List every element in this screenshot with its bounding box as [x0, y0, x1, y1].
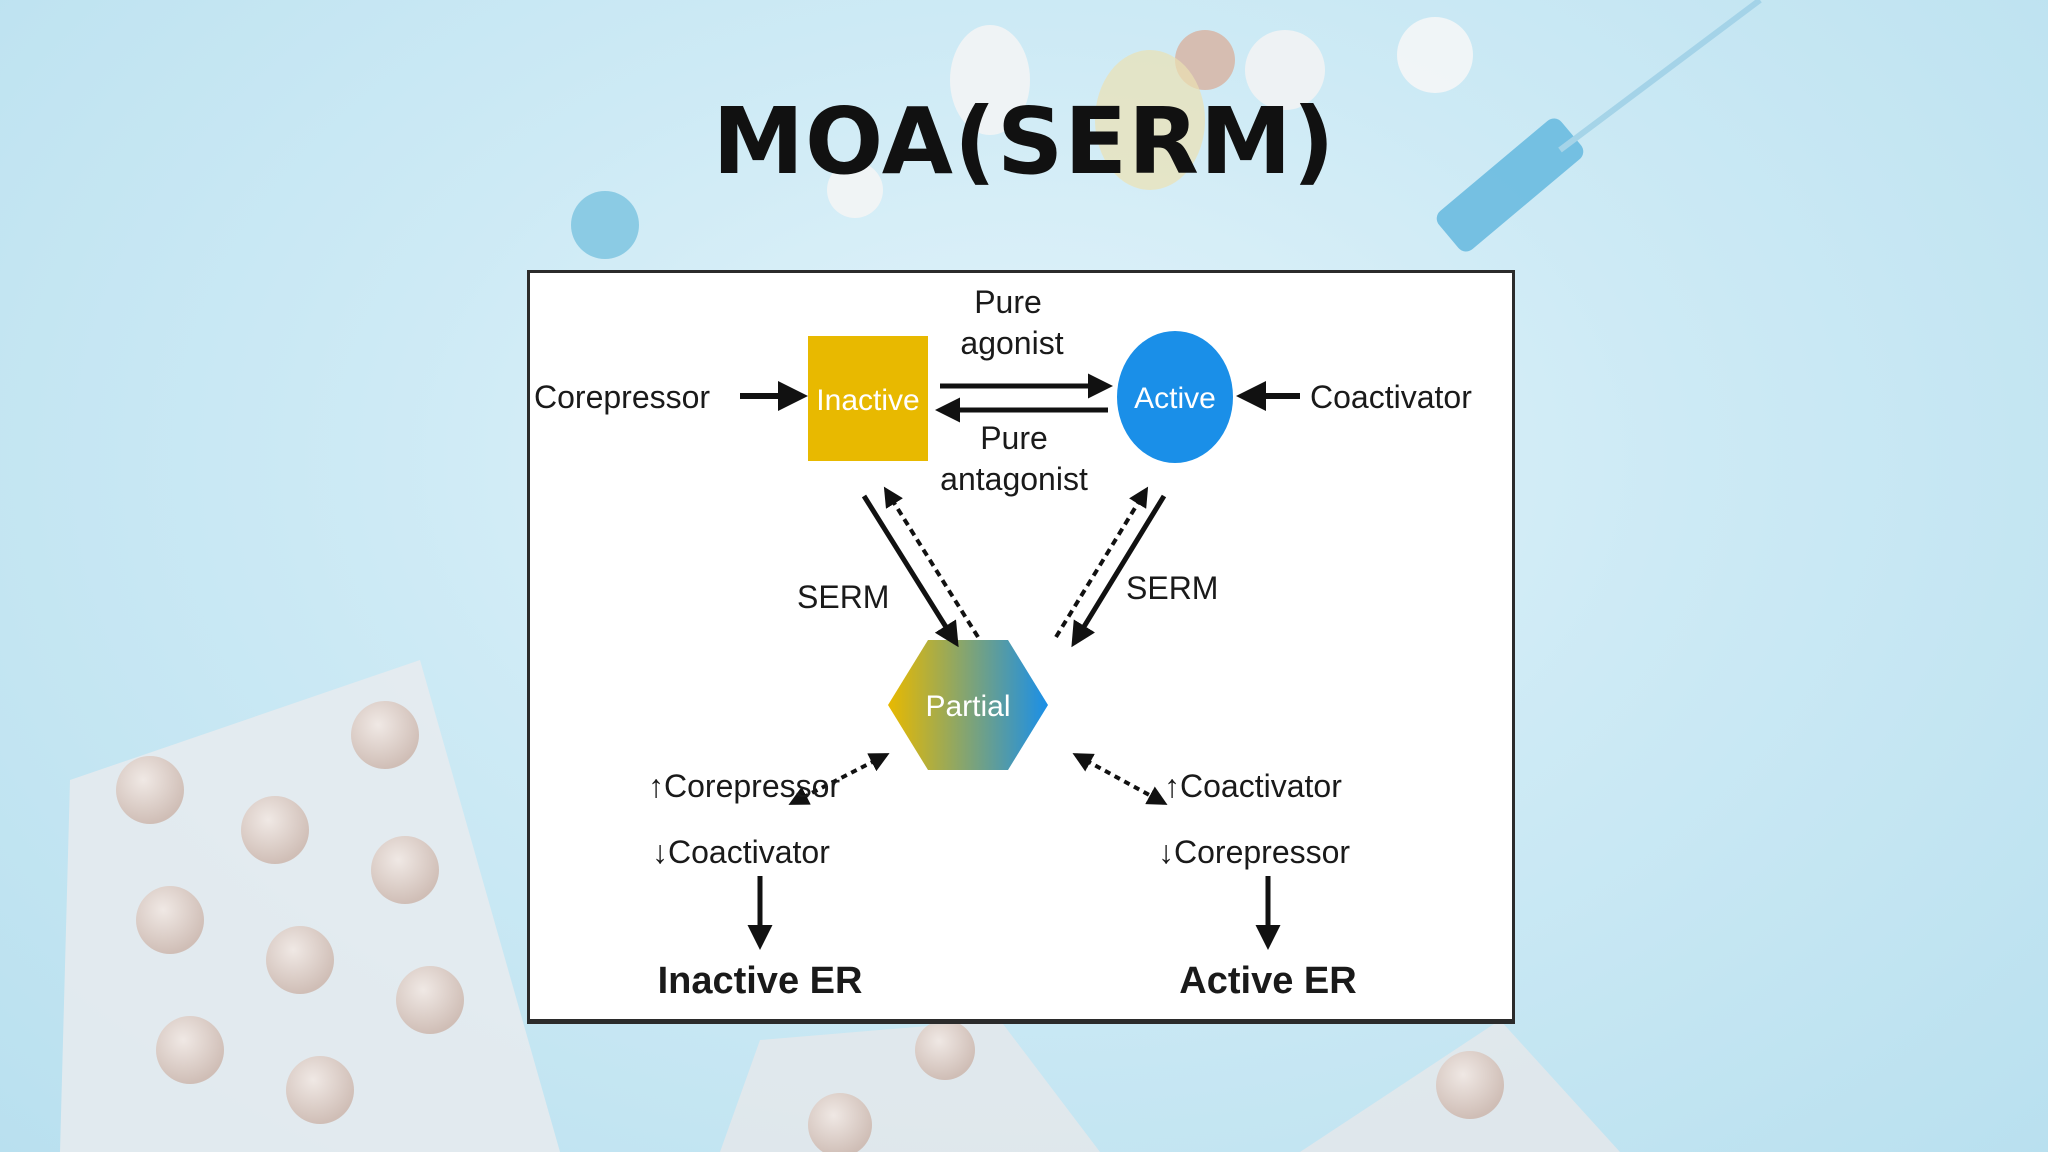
- inactive-to-partial-serm-arrow: [861, 494, 959, 648]
- slide-title: MOA(SERM): [712, 88, 1336, 195]
- left-corepressor-up-label: ↑Corepressor: [648, 768, 840, 804]
- serm-mechanism-diagram: Inactive Active Partial Corepressor Coac…: [534, 284, 1472, 1002]
- blister-pack-bottom: [720, 1020, 1620, 1152]
- syringe: [1436, 0, 1762, 252]
- serm-right-label: SERM: [1126, 570, 1218, 606]
- inactive-er-label: Inactive ER: [658, 960, 863, 1002]
- coactivator-input-label: Coactivator: [1310, 379, 1472, 415]
- active-receptor-node: [1117, 331, 1233, 463]
- left-coactivator-down-label: ↓Coactivator: [652, 834, 830, 870]
- active-node-label: Active: [1134, 382, 1216, 415]
- pure-antagonist-label-line2: antagonist: [940, 461, 1088, 497]
- pure-agonist-label-line1: Pure: [974, 284, 1042, 320]
- partial-to-inactive-dashed-arrow: [883, 486, 980, 639]
- partial-right-bidirectional-arrow: [1072, 753, 1168, 805]
- pure-agonist-label-line2: agonist: [960, 325, 1063, 361]
- right-coactivator-up-label: ↑Coactivator: [1164, 768, 1342, 804]
- down-arrow-icon: ↓: [1158, 834, 1174, 870]
- partial-receptor-node: [888, 640, 1048, 770]
- partial-node-label: Partial: [925, 690, 1010, 723]
- inactive-receptor-node: [808, 336, 928, 461]
- up-arrow-icon: ↑: [1164, 768, 1180, 804]
- scattered-pills: [571, 17, 1473, 259]
- active-er-label: Active ER: [1179, 960, 1356, 1002]
- serm-left-label: SERM: [797, 579, 889, 615]
- right-corepressor-down-label: ↓Corepressor: [1158, 834, 1350, 870]
- pure-antagonist-label-line1: Pure: [980, 420, 1048, 456]
- corepressor-input-label: Corepressor: [534, 379, 710, 415]
- partial-to-active-dashed-arrow: [1054, 486, 1149, 639]
- inactive-node-label: Inactive: [816, 384, 919, 417]
- down-arrow-icon: ↓: [652, 834, 668, 870]
- diagram-panel: Inactive Active Partial Corepressor Coac…: [527, 270, 1515, 1024]
- up-arrow-icon: ↑: [648, 768, 664, 804]
- blister-pack-left: [60, 660, 560, 1152]
- active-to-partial-serm-arrow: [1071, 494, 1167, 648]
